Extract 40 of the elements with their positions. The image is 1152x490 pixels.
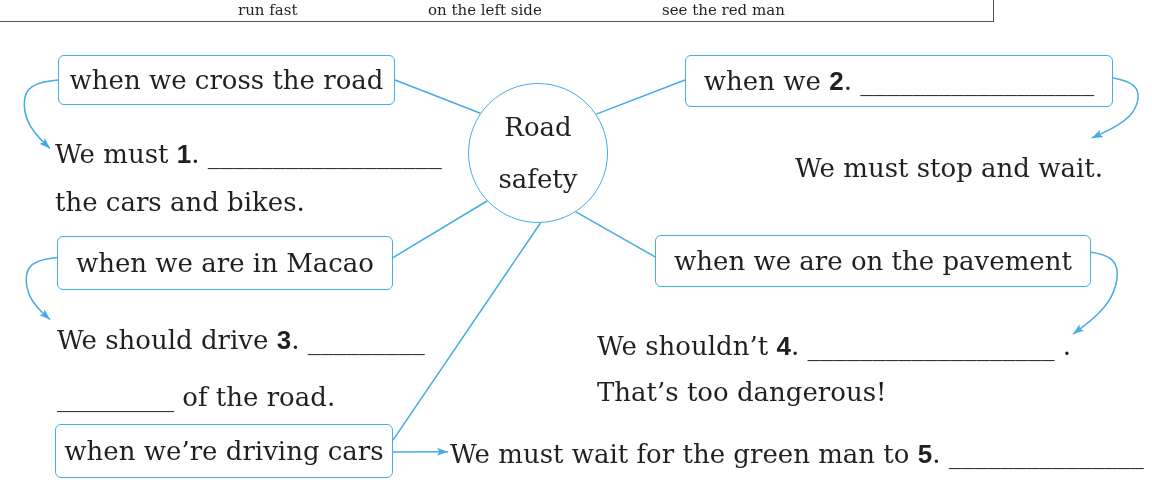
phrase-text: when we cross the road (69, 65, 384, 95)
sentence-text: the cars and bikes. (55, 187, 305, 217)
phrase-box (655, 235, 1091, 287)
phrase-box (685, 55, 1113, 107)
connector-line (392, 222, 542, 441)
word-bank-phrase: run fast (238, 1, 298, 20)
sentence-text: We must wait for the green man to 5. (450, 439, 941, 469)
phrase-box (55, 424, 393, 478)
fill-in-line: __________________ (207, 139, 442, 169)
word-bank-box (0, 0, 994, 22)
arrow (25, 256, 58, 321)
sentence-text: We must stop and wait. (795, 153, 1103, 183)
phrase-box (57, 236, 393, 290)
sentence-text: We should drive 3. (57, 325, 300, 355)
connector-line (394, 79, 482, 114)
fill-in-line: ___________________ (807, 331, 1055, 361)
arrow (23, 79, 59, 150)
phrase-text: when we 2. (703, 65, 852, 96)
sentence-text: We must 1. (55, 139, 200, 169)
phrase-box (58, 55, 395, 105)
connector-line (595, 79, 686, 115)
fill-in-line: __________________ (860, 65, 1095, 96)
connector-line (575, 211, 656, 258)
phrase-text: when we are on the pavement (674, 246, 1072, 276)
word-bank-phrase: see the red man (662, 1, 785, 20)
phrase-text: when we’re driving cars (64, 436, 384, 466)
fill-in-line: _________ (307, 325, 425, 355)
sentence-text: . (1062, 331, 1071, 361)
phrase-text: when we are in Macao (75, 248, 375, 278)
arrow (1091, 77, 1139, 139)
arrow (392, 447, 449, 456)
word-bank-phrase: on the left side (428, 1, 542, 20)
connector-line (392, 200, 488, 259)
topic-text: Road safety (497, 111, 579, 196)
arrow (1072, 251, 1118, 335)
sentence-text: We shouldn’t 4. (597, 331, 800, 361)
sentence-text: of the road. (182, 382, 336, 412)
fill-in-line: _______________ (948, 439, 1144, 469)
fill-in-line: _________ (57, 382, 174, 412)
sentence-text: That’s too dangerous! (597, 377, 887, 407)
